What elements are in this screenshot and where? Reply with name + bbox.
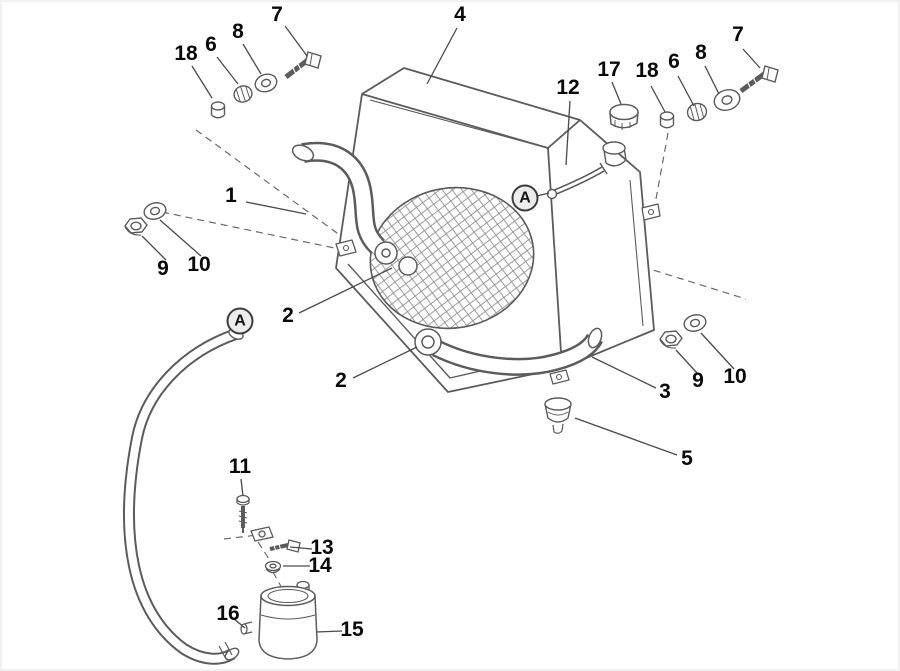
tank-fitting-16 bbox=[240, 621, 253, 635]
callout-mount-5: 5 bbox=[681, 447, 693, 470]
callout-spacer-18-right: 18 bbox=[635, 59, 659, 82]
bolt-13 bbox=[269, 539, 301, 553]
callout-cap-17: 17 bbox=[597, 58, 621, 81]
nut-9-right bbox=[659, 330, 683, 349]
spacer-18-right bbox=[659, 111, 675, 129]
callout-tube-12: 12 bbox=[556, 76, 580, 99]
overflow-tube bbox=[546, 162, 608, 200]
callout-screw-11: 11 bbox=[228, 455, 252, 478]
radiator-cap bbox=[609, 103, 639, 130]
overflow-tank bbox=[258, 580, 318, 660]
callout-flange-2-lower: 2 bbox=[335, 369, 347, 392]
callout-nut-9-right: 9 bbox=[692, 369, 704, 392]
callout-fitting-16: 16 bbox=[216, 602, 240, 625]
callout-tank-15: 15 bbox=[340, 618, 364, 641]
fan-opening bbox=[369, 186, 535, 330]
callout-bolt-13: 13 bbox=[310, 536, 334, 559]
callout-hose-3: 3 bbox=[659, 380, 671, 403]
callout-bolt-7-left: 7 bbox=[271, 3, 283, 26]
washer-10-left bbox=[143, 202, 167, 220]
callout-washer-10-left: 10 bbox=[187, 253, 211, 276]
nut-9-left bbox=[124, 217, 148, 236]
bushing-6-right bbox=[686, 102, 708, 122]
callout-plug-2-upper: 2 bbox=[282, 304, 294, 327]
rubber-mount bbox=[544, 397, 572, 434]
washer-10-right bbox=[683, 314, 707, 332]
hose-flange bbox=[414, 328, 442, 356]
bushing-6-left bbox=[233, 85, 253, 103]
grommet-14 bbox=[264, 560, 282, 574]
leader-lines bbox=[141, 25, 761, 633]
callout-hose-1: 1 bbox=[225, 184, 237, 207]
bolt-7-right bbox=[739, 65, 779, 94]
callout-bushing-6-left: 6 bbox=[205, 33, 217, 56]
washer-8-right bbox=[713, 88, 741, 112]
mount-bracket bbox=[250, 526, 274, 542]
spacer-18-left bbox=[210, 101, 226, 119]
callout-bolt-7-right: 7 bbox=[732, 23, 744, 46]
lower-hose bbox=[431, 327, 604, 376]
callout-nut-9-left: 9 bbox=[157, 257, 169, 280]
callout-washer-8-right: 8 bbox=[695, 41, 707, 64]
callout-bushing-6-right: 6 bbox=[668, 50, 680, 73]
marker-point-a-hose: A bbox=[226, 307, 254, 335]
screw-11 bbox=[236, 494, 250, 533]
washer-8-left bbox=[254, 73, 278, 93]
bolt-7-left bbox=[284, 51, 322, 79]
callout-grommet-14: 14 bbox=[308, 554, 332, 577]
upper-hose bbox=[291, 141, 386, 255]
callout-washer-8-left: 8 bbox=[232, 20, 244, 43]
callout-washer-10-right: 10 bbox=[723, 365, 747, 388]
marker-point-a-radiator: A bbox=[511, 184, 539, 212]
callout-radiator-4: 4 bbox=[454, 3, 466, 26]
callout-spacer-18-left: 18 bbox=[174, 42, 198, 65]
drain-plugs bbox=[374, 241, 418, 276]
